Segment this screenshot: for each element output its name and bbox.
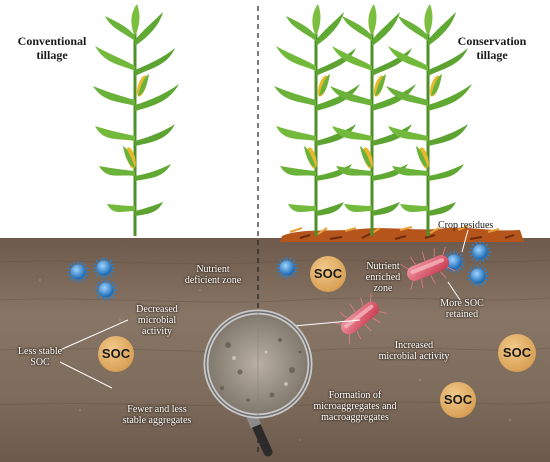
- label-less-stable-line1: Less stable: [17, 346, 63, 357]
- microbe-right-4: [466, 264, 490, 288]
- label-decreased-line1: Decreased: [136, 304, 178, 315]
- soil-speckles: [38, 278, 512, 441]
- label-more-soc-retained: More SOC retained: [434, 298, 490, 320]
- label-decreased-microbial-activity: Decreased microbial activity: [124, 304, 190, 337]
- microbe-left-1: [66, 260, 90, 284]
- label-formation-aggregates: Formation of microaggregates and macroag…: [296, 390, 414, 423]
- label-nutrient-enriched-line3: zone: [373, 283, 393, 294]
- label-more-soc-line1: More SOC: [440, 298, 484, 309]
- soc-badge-right-bottom: SOC: [440, 382, 476, 418]
- microbe-left-2: [92, 256, 116, 280]
- crop-residues-layer: [280, 225, 524, 242]
- microbe-right-3: [468, 240, 492, 264]
- label-formation-line2: microaggregates and: [313, 401, 397, 412]
- soc-badge-right-middle: SOC: [498, 334, 536, 372]
- label-nutrient-enriched-zone: Nutrient enriched zone: [355, 261, 411, 294]
- microbe-left-3: [94, 278, 118, 302]
- crop-residues-pointer: [461, 229, 469, 253]
- label-more-soc-line2: retained: [445, 309, 479, 320]
- sky: [0, 0, 550, 240]
- label-nutrient-deficient-zone: Nutrient deficient zone: [168, 264, 258, 286]
- label-fewer-line1: Fewer and less: [127, 404, 187, 415]
- label-decreased-line2: microbial: [137, 315, 177, 326]
- label-nutrient-enriched-line2: enriched: [365, 272, 401, 283]
- soc-badge-right-top: SOC: [310, 256, 346, 292]
- title-conservation-tillage: Conservation tillage: [440, 34, 544, 62]
- label-formation-line1: Formation of: [328, 390, 382, 401]
- microbe-right-1: [275, 256, 299, 280]
- label-increased-microbial-activity: Increased microbial activity: [360, 340, 468, 362]
- label-formation-line3: macroaggregates: [321, 412, 389, 423]
- label-increased-line2: microbial activity: [378, 351, 450, 362]
- title-conservation-line1: Conservation: [457, 34, 527, 48]
- label-increased-line1: Increased: [394, 340, 434, 351]
- title-conventional-line1: Conventional: [17, 34, 87, 48]
- label-decreased-line3: activity: [142, 326, 172, 337]
- label-fewer-aggregates: Fewer and less stable aggregates: [108, 404, 206, 426]
- label-fewer-line2: stable aggregates: [122, 415, 192, 426]
- magnifier-icon: [203, 309, 313, 457]
- title-conventional-tillage: Conventional tillage: [6, 34, 98, 62]
- label-less-stable-line2: SOC: [30, 357, 50, 368]
- label-less-stable-soc: Less stable SOC: [12, 346, 68, 368]
- label-nutrient-deficient-line1: Nutrient: [196, 264, 230, 275]
- title-conventional-line2: tillage: [36, 48, 68, 62]
- title-conservation-line2: tillage: [476, 48, 508, 62]
- label-nutrient-deficient-line2: deficient zone: [184, 275, 242, 286]
- label-crop-residues: Crop residues: [438, 220, 494, 231]
- soc-badge-left: SOC: [98, 336, 134, 372]
- label-nutrient-enriched-line1: Nutrient: [366, 261, 400, 272]
